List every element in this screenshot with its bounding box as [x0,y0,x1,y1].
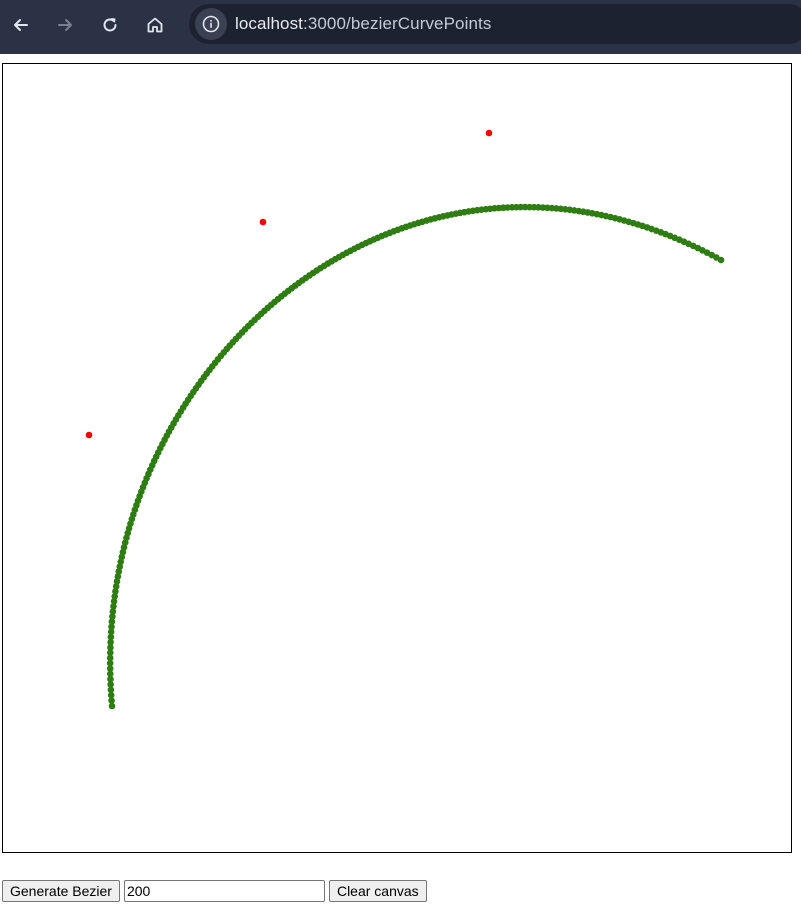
curve-point [717,256,725,264]
control-point [259,218,267,226]
curve-point [106,670,114,678]
curve-point [113,578,121,585]
curve-point [108,697,115,704]
curve-point [109,613,116,620]
site-info-button[interactable] [195,8,227,40]
curve-point [107,628,115,636]
url-text[interactable]: localhost:3000/bezierCurvePoints [235,14,491,34]
curve-point [112,583,120,590]
curve-point [107,686,115,694]
curve-point [106,649,114,656]
curve-point [106,665,114,672]
curve-point [108,702,116,710]
bezier-canvas[interactable] [2,63,792,853]
home-button[interactable] [139,9,171,41]
curve-point [107,681,114,688]
curve-point [111,593,119,600]
curve-point [106,659,114,667]
reload-button[interactable] [94,9,126,41]
curve-points-layer [106,203,725,710]
home-icon [147,17,163,33]
curve-point [107,638,114,646]
point-count-input[interactable]: 200 [123,879,325,902]
generate-bezier-button[interactable]: Generate Bezier [2,879,120,902]
control-point [85,431,93,439]
url-host: localhost [235,14,303,33]
control-points-layer [85,129,493,439]
clear-canvas-button[interactable]: Clear canvas [328,879,427,902]
address-bar[interactable]: localhost:3000/bezierCurvePoints [189,4,801,44]
forward-button[interactable] [49,9,81,41]
curve-point [115,568,123,575]
info-icon [202,15,220,33]
bezier-drawing [85,129,725,710]
url-path: :3000/bezierCurvePoints [303,14,492,33]
curve-point [107,644,114,651]
curve-point [107,675,114,683]
browser-toolbar: localhost:3000/bezierCurvePoints [0,0,801,54]
curve-point [109,608,117,615]
control-point [485,129,493,137]
curve-point [108,618,116,625]
arrow-right-icon [58,19,72,31]
curve-point [107,633,115,641]
curve-point [110,598,118,605]
curve-point [108,623,115,631]
reload-icon [103,18,117,32]
back-button[interactable] [5,9,37,41]
controls-bar: Generate Bezier 200 Clear canvas [2,879,427,902]
curve-point [112,588,119,595]
curve-point [114,573,122,580]
curve-point [110,603,117,610]
curve-point [106,654,114,662]
curve-point [107,691,115,699]
arrow-left-icon [14,19,28,31]
